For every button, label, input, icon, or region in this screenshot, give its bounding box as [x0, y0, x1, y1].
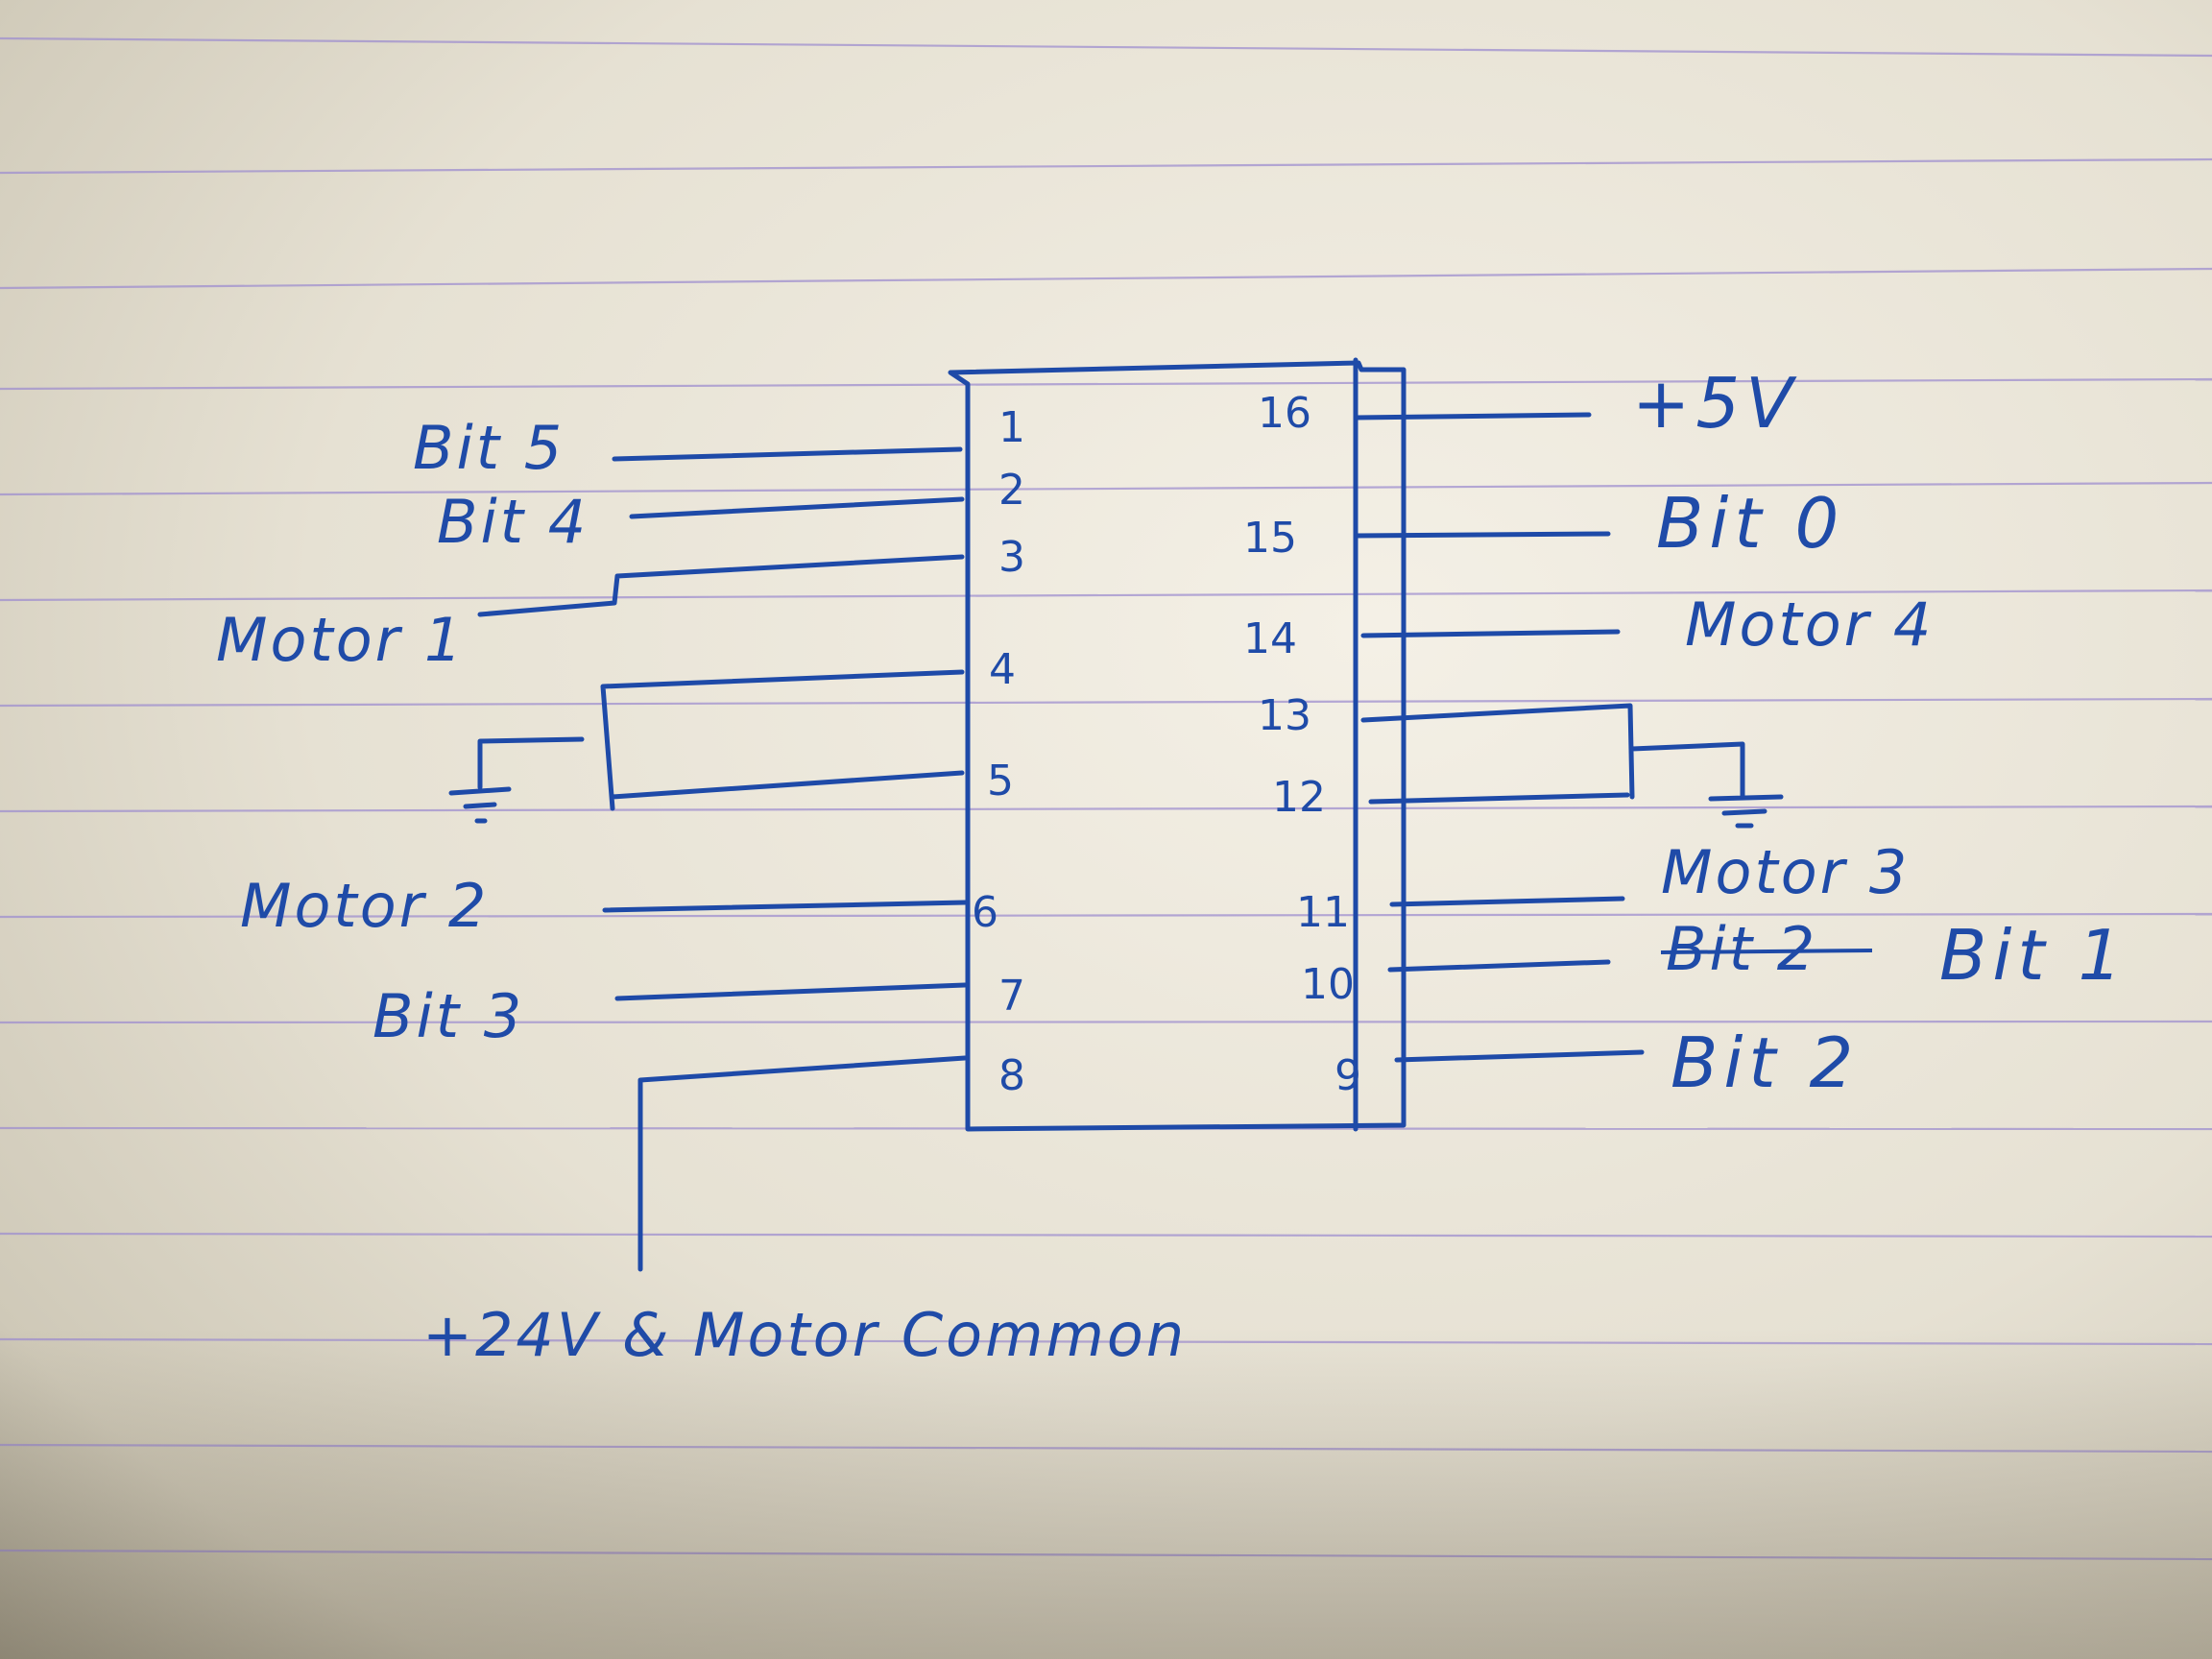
- pin-15: 15: [1243, 514, 1297, 563]
- ic-outline: [948, 360, 1407, 1132]
- wire-pin9: [1394, 1049, 1645, 1063]
- label-bit0: Bit 0: [1656, 483, 1844, 564]
- pin-3: 3: [998, 533, 1025, 582]
- label-bit5: Bit 5: [413, 413, 565, 483]
- pin-9: 9: [1334, 1051, 1361, 1100]
- wire-pin15: [1353, 531, 1611, 539]
- wire-pin1: [612, 446, 963, 462]
- label-bit1: Bit 1: [1939, 915, 2128, 996]
- pin-12: 12: [1272, 773, 1326, 822]
- label-bit3: Bit 3: [373, 981, 524, 1051]
- label-motor-common: +24V & Motor Common: [422, 1300, 1187, 1370]
- pin-8: 8: [998, 1051, 1025, 1100]
- left-pin-numbers: 1 2 3 4 5 6 7 8: [972, 403, 1025, 1100]
- wire-pin3: [477, 554, 965, 617]
- wire-pin11: [1389, 896, 1625, 907]
- label-plus5v: +5V: [1632, 363, 1798, 444]
- strikethrough-line: [1660, 949, 1873, 954]
- label-bit4: Bit 4: [437, 487, 589, 557]
- wire-pin16: [1353, 412, 1592, 421]
- wire-pin2: [629, 496, 965, 519]
- ic-chip: [948, 357, 1407, 1132]
- right-wires: [1353, 412, 1784, 1063]
- pin-10: 10: [1301, 960, 1355, 1009]
- label-bit2-struck: Bit 2: [1666, 914, 1817, 984]
- wire-pin6: [602, 900, 968, 913]
- pin-13: 13: [1258, 691, 1311, 740]
- left-wires: [448, 446, 968, 1272]
- pin-4: 4: [989, 645, 1016, 694]
- label-motor2: Motor 2: [240, 871, 489, 941]
- wire-pin13-12-ground: [1360, 703, 1784, 829]
- wire-pin4-5-bridge: [600, 669, 965, 811]
- wire-pin10: [1387, 959, 1611, 973]
- label-motor3: Motor 3: [1661, 837, 1910, 907]
- pin-6: 6: [972, 888, 998, 937]
- pin-2: 2: [998, 466, 1025, 515]
- pin-16: 16: [1258, 389, 1311, 438]
- left-labels: Bit 5 Bit 4 Motor 1 Motor 2 Bit 3: [216, 413, 589, 1051]
- ground-symbol-left: [448, 736, 585, 824]
- label-bit2: Bit 2: [1671, 1022, 1859, 1103]
- pin-7: 7: [998, 972, 1025, 1021]
- wire-pin14: [1360, 629, 1621, 638]
- pin-14: 14: [1243, 614, 1297, 663]
- right-pin-numbers: 16 15 14 13 12 11 10 9: [1243, 389, 1361, 1100]
- wire-pin7: [614, 982, 968, 1001]
- pin-1: 1: [998, 403, 1025, 452]
- label-motor1: Motor 1: [216, 605, 465, 675]
- ruled-lines: [0, 36, 2212, 1561]
- wire-pin8: [637, 1055, 968, 1272]
- pin-11: 11: [1296, 888, 1350, 937]
- label-motor4: Motor 4: [1685, 589, 1934, 660]
- right-labels: +5V Bit 0 Motor 4 Motor 3 Bit 2 Bit 1 Bi…: [1632, 363, 2128, 1103]
- pin-5: 5: [987, 757, 1014, 805]
